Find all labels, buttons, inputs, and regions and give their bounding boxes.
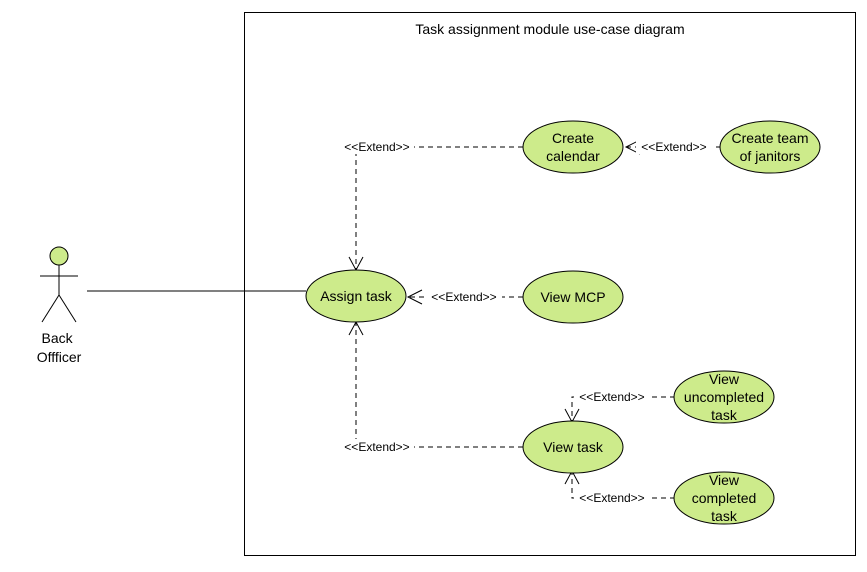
use-case-label-line: Create bbox=[552, 130, 594, 146]
use-case-create-calendar-shape bbox=[522, 120, 624, 174]
extend-label-create-calendar: <<Extend>> bbox=[344, 140, 409, 154]
extend-label-bg-3 bbox=[426, 289, 502, 304]
use-case-view-uncompleted-task[interactable]: View uncompleted task bbox=[673, 370, 775, 424]
actor-right-leg bbox=[58, 294, 77, 323]
use-case-create-calendar-label: Create calendar bbox=[546, 130, 600, 164]
extend-view-mcp-arrowhead bbox=[406, 289, 423, 305]
actor-label-line-2: Offficer bbox=[37, 349, 82, 365]
use-case-view-task[interactable]: View task bbox=[522, 420, 624, 474]
use-case-label-line: completed bbox=[692, 490, 757, 506]
use-case-label-line: View bbox=[709, 371, 740, 387]
actor-label-line-1: Back bbox=[41, 330, 73, 346]
extend-view-uncompleted-connector bbox=[571, 396, 675, 422]
use-case-label-line: Assign task bbox=[320, 288, 393, 304]
actor-back-officer: Back Offficer bbox=[37, 246, 82, 365]
extend-label-bg-4 bbox=[340, 439, 414, 454]
use-case-label-line: View task bbox=[543, 439, 604, 455]
use-case-label-line: View bbox=[709, 472, 740, 488]
use-case-view-mcp-label: View MCP bbox=[540, 289, 605, 305]
use-case-label-line: of janitors bbox=[740, 148, 801, 164]
extend-view-completed-connector bbox=[571, 471, 675, 499]
extend-label-bg-5 bbox=[574, 389, 650, 404]
use-case-assign-task-shape bbox=[305, 269, 407, 323]
use-case-view-task-shape bbox=[522, 420, 624, 474]
extend-label-create-team: <<Extend>> bbox=[641, 140, 706, 154]
extend-label-view-mcp: <<Extend>> bbox=[431, 290, 496, 304]
use-case-label-line: task bbox=[711, 508, 738, 524]
use-case-view-uncompleted-shape bbox=[673, 370, 775, 424]
use-case-label-line: View MCP bbox=[540, 289, 605, 305]
use-case-create-team-shape bbox=[719, 120, 821, 174]
actor-left-leg bbox=[41, 294, 60, 323]
use-case-create-team[interactable]: Create team of janitors bbox=[719, 120, 821, 174]
use-case-view-mcp[interactable]: View MCP bbox=[522, 270, 624, 324]
actor-label: Back Offficer bbox=[37, 330, 82, 365]
extend-label-view-completed: <<Extend>> bbox=[579, 491, 644, 505]
actor-head bbox=[49, 246, 69, 266]
use-case-view-completed-task[interactable]: View completed task bbox=[673, 471, 775, 525]
use-case-create-calendar[interactable]: Create calendar bbox=[522, 120, 624, 174]
use-case-assign-task[interactable]: Assign task bbox=[305, 269, 407, 323]
use-case-label-line: task bbox=[711, 407, 738, 423]
extend-create-team-arrowhead bbox=[624, 139, 641, 155]
use-case-assign-task-label: Assign task bbox=[320, 288, 393, 304]
use-case-view-uncompleted-label: View uncompleted task bbox=[684, 371, 764, 423]
use-case-view-mcp-shape bbox=[522, 270, 624, 324]
diagram-title: Task assignment module use-case diagram bbox=[415, 21, 684, 37]
use-case-view-completed-shape bbox=[673, 471, 775, 525]
use-case-label-line: uncompleted bbox=[684, 389, 764, 405]
extend-label-view-task: <<Extend>> bbox=[344, 440, 409, 454]
extend-label-view-uncompleted: <<Extend>> bbox=[579, 390, 644, 404]
use-case-label-line: calendar bbox=[546, 148, 600, 164]
use-case-create-team-label: Create team of janitors bbox=[731, 130, 808, 164]
use-case-view-completed-label: View completed task bbox=[692, 472, 757, 524]
extend-label-bg-6 bbox=[574, 490, 650, 505]
use-case-view-task-label: View task bbox=[543, 439, 604, 455]
extend-label-bg-1 bbox=[340, 139, 414, 154]
use-case-label-line: Create team bbox=[731, 130, 808, 146]
extend-label-bg-2 bbox=[636, 139, 712, 154]
